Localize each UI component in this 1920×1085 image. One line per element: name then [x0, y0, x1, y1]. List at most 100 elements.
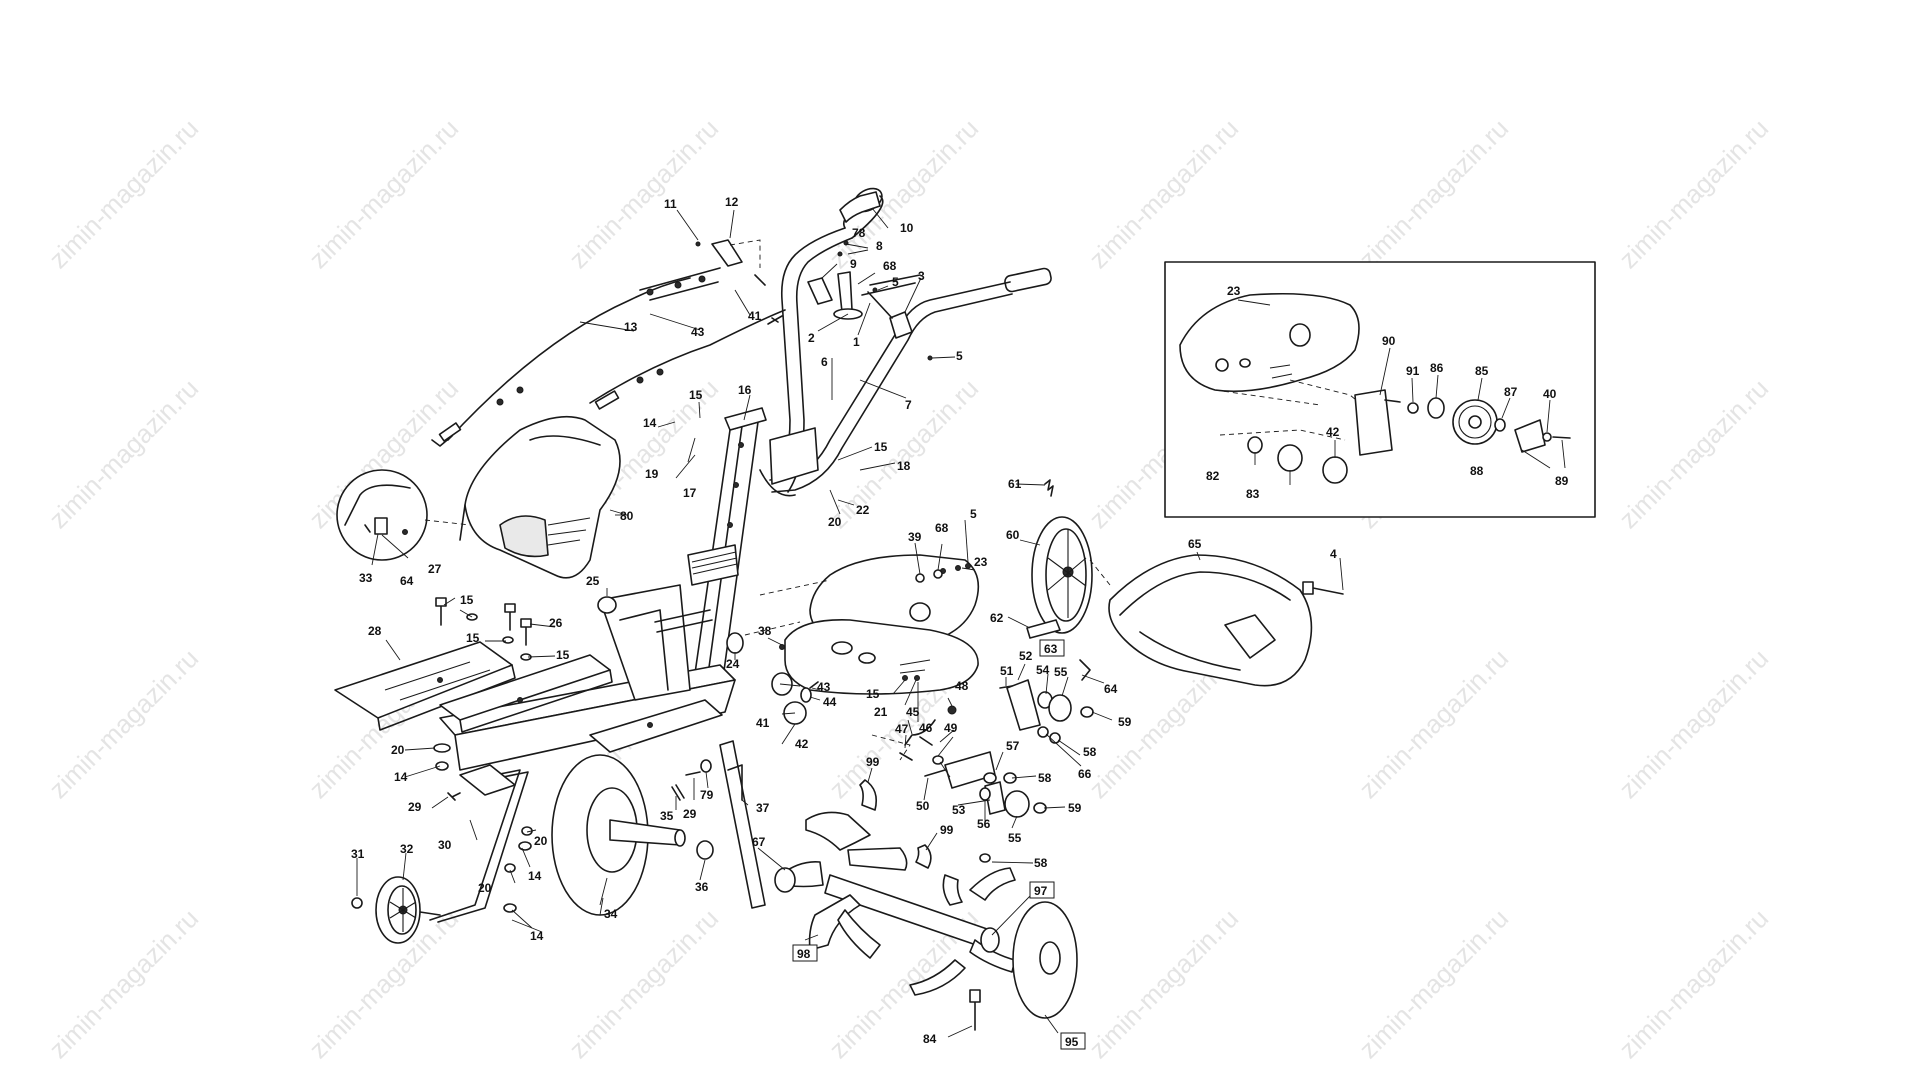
part-label: 50: [916, 799, 930, 813]
part-label: 22: [856, 503, 870, 517]
leader: [845, 243, 869, 249]
leader: [837, 499, 855, 506]
roller-55b: [1004, 790, 1030, 818]
part-label: 27: [428, 562, 442, 576]
leader: [809, 696, 821, 701]
cover-65-edge: [1139, 631, 1241, 671]
part-label: 33: [359, 571, 373, 585]
gear-housing: [744, 554, 980, 725]
part-label: 44: [823, 695, 837, 709]
detail-circle-outline: [336, 469, 428, 561]
part-label: 95: [1065, 1035, 1079, 1049]
leader: [947, 697, 953, 707]
leader: [1501, 397, 1511, 419]
leader: [526, 829, 537, 833]
handle-tube-right-inner: [771, 293, 1013, 493]
lever-1-pin: [867, 291, 893, 319]
washer-68: [933, 569, 943, 579]
part-label: 99: [940, 823, 954, 837]
dash-housing: [744, 579, 831, 636]
watermark: zimin-magazin.ru: [1613, 643, 1774, 804]
pin-29: [447, 792, 461, 801]
part-label: 45: [906, 705, 920, 719]
nut-20: [504, 863, 516, 873]
cable-nut: [496, 398, 504, 406]
leader: [609, 509, 628, 516]
bolt-48: [947, 705, 957, 715]
washer-58b: [983, 772, 997, 784]
part-label: 12: [725, 195, 739, 209]
lever-3-block: [889, 311, 913, 339]
gear-85-teeth: [1458, 405, 1492, 439]
cover-65-window: [1224, 614, 1276, 659]
leader: [705, 771, 709, 789]
leader: [923, 777, 929, 801]
leader: [1057, 739, 1081, 756]
part-label: 97: [1034, 884, 1048, 898]
nut-66: [1037, 726, 1049, 738]
part-label: 21: [874, 705, 888, 719]
detail-bore: [1289, 323, 1311, 347]
part-label: 87: [1504, 385, 1518, 399]
cable-nut: [674, 281, 682, 289]
leader: [1061, 676, 1069, 697]
cable-nut: [636, 376, 644, 384]
part-label: 86: [1430, 361, 1444, 375]
part-label: 85: [1475, 364, 1489, 378]
pin-29b: [685, 771, 701, 776]
leader: [676, 209, 699, 241]
detail-hole: [1215, 358, 1229, 372]
leader: [781, 712, 796, 715]
part-label: 63: [1044, 642, 1058, 656]
leader: [829, 489, 841, 515]
leader: [1017, 663, 1026, 681]
part-label: 18: [897, 459, 911, 473]
leader: [687, 437, 696, 463]
part-label: 14: [530, 929, 544, 943]
nut-20: [433, 743, 451, 753]
part-label: 24: [726, 657, 740, 671]
bracket-12: [711, 239, 743, 267]
part-label: 34: [604, 907, 618, 921]
leader: [811, 687, 821, 691]
tine-blade-right: [909, 959, 966, 996]
bearing-82: [1247, 436, 1263, 454]
screw-5a: [872, 287, 878, 293]
cap-31: [351, 897, 363, 909]
nut-14: [435, 761, 449, 771]
leader: [469, 819, 478, 841]
part-label: 57: [1006, 739, 1020, 753]
cable-43: [589, 309, 786, 404]
leader: [947, 1025, 973, 1038]
detail-slots: [1269, 364, 1293, 379]
roller-55a: [1048, 694, 1072, 722]
screw-5b: [927, 355, 933, 361]
leader: [939, 729, 955, 743]
leader: [931, 356, 956, 359]
leader: [402, 852, 407, 881]
leader: [1043, 806, 1066, 809]
part-label: 1: [853, 335, 860, 349]
axle-stub: [654, 609, 713, 633]
part-label: 5: [956, 349, 963, 363]
cable-nut: [646, 288, 654, 296]
leader: [937, 543, 943, 571]
watermark: zimin-magazin.ru: [1353, 113, 1514, 274]
part-label: 42: [1326, 425, 1340, 439]
part-label: 17: [683, 486, 697, 500]
deflector-ribs: [547, 517, 591, 546]
dash-pulley: [1089, 559, 1111, 586]
part-label: 20: [828, 515, 842, 529]
deflector-top: [529, 435, 601, 446]
bolt-27-head: [435, 597, 447, 607]
washer-40: [1542, 432, 1552, 442]
cover-65-rim: [1119, 571, 1291, 616]
deflector-edge: [459, 504, 466, 541]
leader: [1435, 374, 1439, 399]
leader: [991, 893, 1033, 936]
part-label: 15: [556, 648, 570, 662]
leader: [991, 861, 1034, 864]
leader: [734, 289, 751, 316]
part-label: 14: [394, 770, 408, 784]
stake-37-bend: [727, 764, 743, 801]
